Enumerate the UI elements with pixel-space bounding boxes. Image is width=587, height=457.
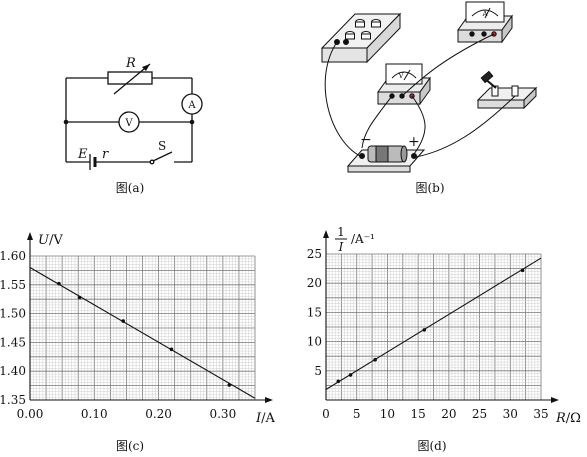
apparatus-labels-b: V A − + 图(b) xyxy=(360,10,488,195)
x-tick-label: 0 xyxy=(322,407,330,421)
x-tick-label: 0.10 xyxy=(81,407,108,421)
caption-d: 图(d) xyxy=(417,439,446,453)
chart-d-fit-line-group xyxy=(325,257,542,390)
chart-c-tick-labels: 0.00 0.10 0.20 0.30 1.35 1.40 1.45 1.50 1.55 1.60 xyxy=(0,249,236,421)
chart-d-xlabel: R/Ω xyxy=(555,411,581,426)
caption-b: 图(b) xyxy=(415,181,444,195)
caption-c: 图(c) xyxy=(116,439,144,453)
data-point xyxy=(227,383,232,387)
y-tick-label: 15 xyxy=(307,305,322,319)
label-minus: − xyxy=(360,132,372,148)
data-point xyxy=(348,373,353,377)
ammeter-device xyxy=(457,1,513,44)
data-point xyxy=(336,379,341,384)
data-point xyxy=(121,319,126,323)
variable-resistor xyxy=(107,71,153,85)
chart-c-ylabel: U/V xyxy=(38,233,63,248)
junction-dot-left xyxy=(63,119,69,125)
switch-blade xyxy=(152,151,173,162)
label-r: r xyxy=(102,147,109,162)
label-S: S xyxy=(158,139,166,153)
chart-c-fit-line-group xyxy=(29,267,256,399)
chart-d-ylabel-num: 1 xyxy=(337,225,345,239)
chart-c-axes xyxy=(27,232,273,403)
x-tick-label: 35 xyxy=(533,407,548,421)
x-tick-label: 15 xyxy=(411,407,426,421)
chart-c: 0.00 0.10 0.20 0.30 1.35 1.40 1.45 1.50 1.55 1.60… xyxy=(0,232,276,453)
y-axis-arrow xyxy=(27,232,33,240)
chart-c-xlabel-var: I xyxy=(255,411,262,426)
x-tick-label: 30 xyxy=(503,407,518,421)
chart-d: 0 5 10 15 20 25 30 35 5 10 15 20 25 1 I /A⁻¹ R/Ω 图(d… xyxy=(307,225,581,453)
knife-switch xyxy=(476,70,538,110)
circuit-labels-a: R A V E r S 图(a) xyxy=(77,56,196,195)
caption-a: 图(a) xyxy=(116,181,145,195)
label-ammeter: A xyxy=(187,100,196,111)
chart-d-ylabel-den: I xyxy=(338,240,344,254)
label-voltmeter: V xyxy=(124,118,133,129)
chart-c-xlabel: I/A xyxy=(255,411,276,426)
fit-line xyxy=(29,267,256,399)
y-tick-label: 1.50 xyxy=(0,307,26,321)
y-tick-label: 1.40 xyxy=(0,364,26,378)
data-point xyxy=(520,268,525,273)
y-tick-label: 25 xyxy=(307,247,322,261)
chart-d-points xyxy=(336,268,525,384)
chart-d-ylabel-unit: /A⁻¹ xyxy=(351,232,375,246)
circuit-diagram-a xyxy=(63,63,203,170)
label-E: E xyxy=(77,147,88,162)
resistor-arrow-head xyxy=(142,64,150,71)
apparatus-drawing-b xyxy=(320,1,538,173)
chart-d-tick-labels: 0 5 10 15 20 25 30 35 5 10 15 20 25 xyxy=(307,247,549,421)
y-tick-label: 20 xyxy=(307,276,322,290)
x-tick-label: 5 xyxy=(353,407,361,421)
x-axis-arrow xyxy=(551,397,559,403)
y-tick-label: 1.60 xyxy=(0,249,26,263)
data-point xyxy=(422,328,427,332)
chart-d-axes xyxy=(323,230,559,403)
y-tick-label: 1.55 xyxy=(0,278,26,292)
chart-d-xlabel-var: R xyxy=(555,411,566,426)
junction-dot-right xyxy=(189,119,195,125)
label-ammeter-face: A xyxy=(481,10,488,18)
x-tick-label: 0.00 xyxy=(17,407,44,421)
y-tick-label: 1.35 xyxy=(0,393,26,407)
label-voltmeter-face: V xyxy=(397,72,404,80)
y-tick-label: 1.45 xyxy=(0,335,26,349)
y-axis-arrow xyxy=(323,230,329,238)
data-point xyxy=(57,281,61,286)
data-point xyxy=(373,357,377,362)
x-tick-label: 0.20 xyxy=(145,407,172,421)
x-tick-label: 0.30 xyxy=(209,407,236,421)
battery-holder xyxy=(346,145,426,173)
y-tick-label: 10 xyxy=(307,335,322,349)
chart-c-ylabel-unit: /V xyxy=(49,233,63,248)
label-plus: + xyxy=(408,134,420,150)
x-tick-label: 20 xyxy=(441,407,456,421)
chart-d-ylabel: 1 I /A⁻¹ xyxy=(335,225,375,254)
x-tick-label: 10 xyxy=(380,407,395,421)
data-point xyxy=(169,347,174,352)
fit-line xyxy=(325,257,542,390)
voltmeter-device xyxy=(377,63,431,106)
y-tick-label: 5 xyxy=(314,364,322,378)
x-axis-arrow xyxy=(265,397,273,403)
chart-c-grid xyxy=(29,255,256,401)
resistance-box xyxy=(320,12,402,64)
switch-pivot xyxy=(149,159,155,165)
chart-d-xlabel-unit: /Ω xyxy=(566,411,581,426)
x-tick-label: 25 xyxy=(472,407,487,421)
data-point xyxy=(77,295,82,300)
label-R: R xyxy=(125,56,136,71)
connecting-wires xyxy=(324,33,516,158)
chart-c-xlabel-unit: /A xyxy=(261,411,275,426)
chart-c-points xyxy=(57,281,232,387)
chart-d-grid xyxy=(325,253,542,401)
chart-c-ylabel-var: U xyxy=(38,233,50,248)
